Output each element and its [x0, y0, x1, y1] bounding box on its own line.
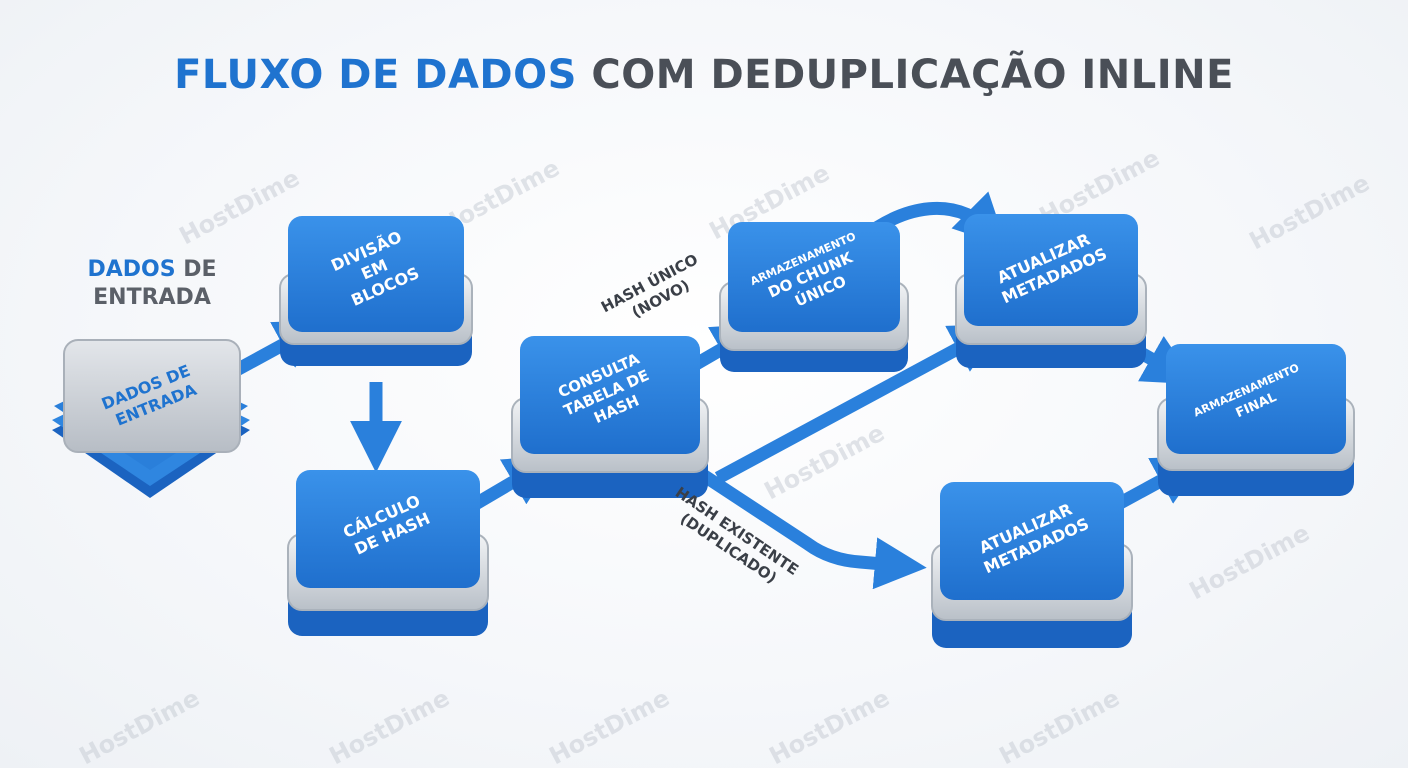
watermark: HostDime [325, 684, 454, 768]
node-input-data: DADOS DE ENTRADA [52, 339, 250, 498]
watermark: HostDime [545, 684, 674, 768]
watermark: HostDime [1185, 519, 1314, 606]
page-title: FLUXO DE DADOS COM DEDUPLICAÇÃO INLINE [0, 52, 1408, 98]
watermark: HostDime [175, 164, 304, 251]
node-hash-calculation: CÁLCULO DE HASH [287, 470, 489, 636]
branch-label-unique: HASH ÚNICO (NOVO) [598, 247, 715, 333]
input-label-rest: DE [175, 257, 217, 282]
input-label-line2: ENTRADA [93, 285, 211, 310]
node-store-unique-chunk: ARMAZENAMENTO DO CHUNK ÚNICO [719, 222, 909, 372]
watermark: HostDime [995, 684, 1124, 768]
input-label-accent: DADOS [87, 257, 176, 282]
watermark: HostDime [765, 684, 894, 768]
node-update-metadata-bottom: ATUALIZAR METADADOS [931, 482, 1133, 648]
arrow-lookup-to-meta-top [714, 324, 1004, 484]
watermark: HostDime [75, 684, 204, 768]
node-update-metadata-top: ATUALIZAR METADADOS [955, 214, 1147, 368]
arrow-lookup-duplicate [664, 446, 927, 590]
input-data-label: DADOS DE ENTRADA [72, 256, 232, 312]
watermark: HostDime [760, 419, 889, 506]
title-rest: COM DEDUPLICAÇÃO INLINE [576, 52, 1234, 98]
title-accent: FLUXO DE DADOS [174, 52, 577, 98]
node-hash-lookup: CONSULTA TABELA DE HASH [511, 336, 709, 498]
watermark: HostDime [1245, 169, 1374, 256]
node-split-blocks: DIVISÃO EM BLOCOS [279, 216, 473, 366]
svg-text:HASH ÚNICO (NOVO): HASH ÚNICO (NOVO) [598, 247, 715, 333]
node-final-storage: ARMAZENAMENTO FINAL [1157, 344, 1355, 496]
